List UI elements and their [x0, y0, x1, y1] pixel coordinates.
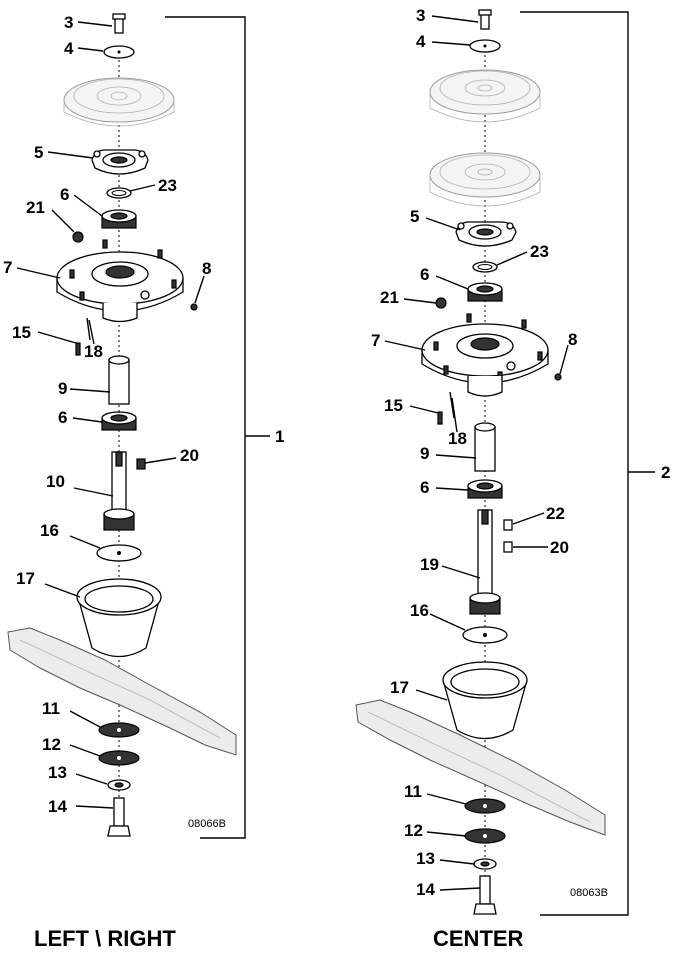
left-callout-16: 16	[40, 521, 59, 540]
center-grease-fitting	[554, 373, 562, 381]
left-leader-lines	[16, 21, 205, 809]
center-leader-lines	[384, 15, 569, 891]
left-spindle-shaft	[103, 451, 135, 531]
center-callouts: 3 4 5 23 6 21 7 8 15 18 9 6 22 20 19 16 …	[371, 6, 577, 899]
center-callout-15: 15	[384, 396, 403, 415]
left-title: LEFT \ RIGHT	[34, 926, 176, 951]
center-assembly-number: 2	[661, 463, 670, 482]
center-blade	[355, 699, 606, 836]
center-bearing-housing	[455, 221, 517, 247]
left-bolt-top	[112, 13, 126, 34]
center-callout-5: 5	[410, 207, 419, 226]
left-callout-11: 11	[42, 699, 60, 718]
center-callout-13: 13	[416, 849, 435, 868]
left-spacer-tube	[108, 355, 130, 405]
center-callout-20: 20	[550, 538, 569, 557]
left-callouts: 3 4 5 23 6 21 7 8 15 18 9 6 20 10 16 17 …	[3, 13, 211, 816]
left-callout-12: 12	[42, 735, 61, 754]
left-callout-9: 9	[58, 379, 67, 398]
left-callout-20: 20	[180, 446, 199, 465]
center-blade-cup	[442, 661, 528, 740]
left-blade	[7, 627, 237, 756]
center-key-22	[503, 519, 513, 531]
left-callout-8: 8	[202, 259, 211, 278]
left-bearing-housing	[91, 149, 149, 175]
left-callout-18: 18	[84, 342, 103, 361]
left-callout-3: 3	[64, 13, 73, 32]
left-grease-fitting	[190, 303, 198, 311]
center-nut	[435, 297, 447, 309]
center-callout-16: 16	[410, 601, 429, 620]
left-callout-10: 10	[46, 472, 65, 491]
center-callout-8: 8	[568, 330, 577, 349]
left-callout-13: 13	[48, 763, 67, 782]
center-callout-19: 19	[420, 555, 439, 574]
left-callout-7: 7	[3, 258, 12, 277]
left-assembly-number: 1	[275, 427, 284, 446]
center-spindle-shaft	[469, 509, 501, 615]
center-callout-3: 3	[416, 6, 425, 25]
left-callout-21: 21	[26, 198, 45, 217]
center-callout-11: 11	[404, 782, 422, 801]
center-callout-7: 7	[371, 331, 380, 350]
left-assembly: 1	[3, 13, 284, 951]
center-callout-17: 17	[390, 678, 409, 697]
left-nut	[72, 231, 84, 243]
center-bearing-upper	[467, 282, 503, 302]
left-spindle-housing	[56, 239, 184, 323]
center-callout-23: 23	[530, 242, 549, 261]
left-callout-23: 23	[158, 176, 177, 195]
center-callout-18: 18	[448, 429, 467, 448]
center-bearing-lower	[467, 479, 503, 499]
left-callout-6b: 6	[58, 408, 67, 427]
center-assembly: 2	[355, 6, 670, 951]
left-bracket	[165, 16, 246, 839]
left-callout-4: 4	[64, 39, 74, 58]
left-callout-5: 5	[34, 143, 43, 162]
center-callout-14: 14	[416, 880, 435, 899]
center-callout-6a: 6	[420, 265, 429, 284]
left-bearing-upper	[101, 209, 137, 229]
left-callout-15: 15	[12, 323, 31, 342]
left-callout-17: 17	[16, 569, 35, 588]
left-blade-bolt	[107, 797, 131, 837]
left-bearing-lower	[101, 411, 137, 431]
center-spindle-housing	[421, 313, 549, 397]
center-callout-21: 21	[380, 288, 399, 307]
left-pulley-ghost	[63, 77, 175, 127]
left-drawing-code: 08066B	[188, 818, 226, 830]
center-callout-22: 22	[546, 504, 565, 523]
center-spacer-tube	[474, 422, 496, 472]
left-callout-6a: 6	[60, 185, 69, 204]
center-pulley-ghost-2	[429, 152, 541, 207]
center-callout-9: 9	[420, 444, 429, 463]
center-blade-bolt	[473, 875, 497, 915]
center-drawing-code: 08063B	[570, 887, 608, 899]
center-callout-6b: 6	[420, 478, 429, 497]
center-bracket	[520, 11, 629, 916]
center-key-20	[503, 541, 513, 553]
left-callout-14: 14	[48, 797, 67, 816]
left-blade-cup	[76, 578, 162, 658]
center-bolt-top	[478, 9, 492, 30]
center-callout-4: 4	[416, 32, 426, 51]
center-title: CENTER	[433, 926, 524, 951]
left-key	[136, 458, 146, 470]
center-pulley-ghost-1	[429, 69, 541, 123]
left-bolt-15	[75, 342, 81, 356]
center-bolt-15	[437, 411, 443, 425]
center-callout-12: 12	[404, 821, 423, 840]
